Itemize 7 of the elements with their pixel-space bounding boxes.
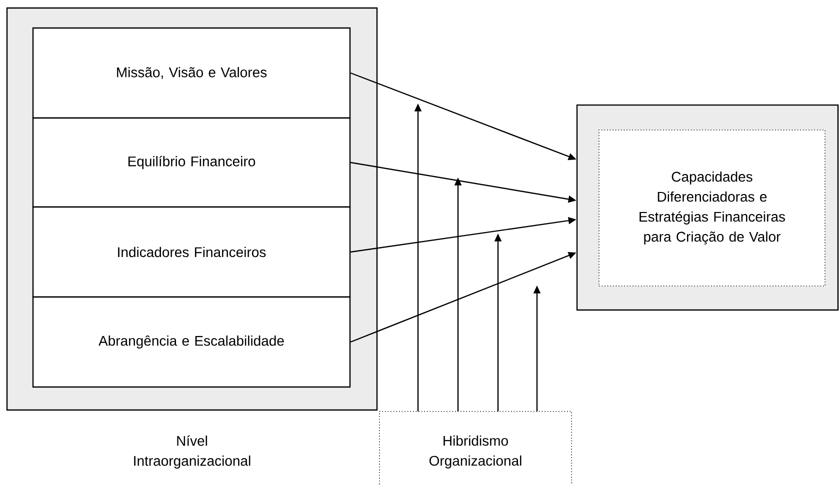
factor-box: Indicadores Financeiros [32,206,351,298]
group-heading: Nível Intraorganizacional [134,435,250,469]
factor-box: Equilíbrio Financeiro [32,117,351,208]
factor-box: Missão, Visão e Valores [32,27,351,119]
result-box: Capacidades Diferenciadoras e Estratégias Financeiras para Criação de Valor [598,130,826,286]
factor-box: Hibridismo Organizacional [379,411,572,485]
factor-box: Abrangência e Escalabilidade [32,296,351,388]
